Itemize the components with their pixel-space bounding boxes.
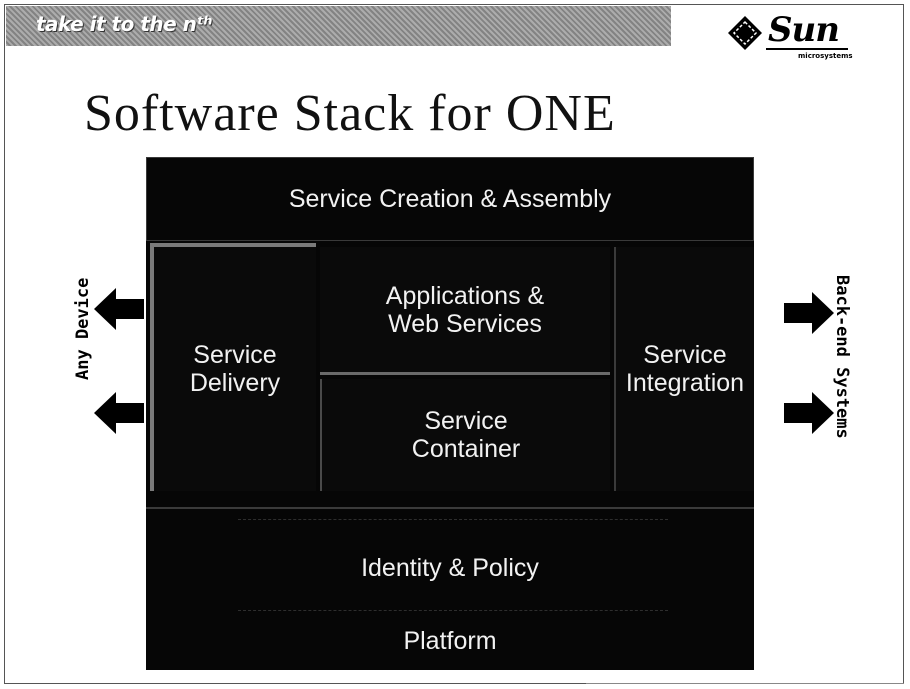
logo-underline: [766, 48, 848, 50]
slide-title: Software Stack for ONE: [84, 85, 616, 142]
platform-label: Platform: [403, 627, 497, 655]
identity-policy-label: Identity & Policy: [361, 554, 539, 582]
sun-diamond-icon: [728, 16, 762, 50]
applications-label-line1: Applications &: [385, 281, 545, 310]
sun-logo: Sun microsystems: [728, 10, 858, 60]
service-integration-block: Service Integration: [614, 247, 754, 491]
service-creation-label: Service Creation & Assembly: [288, 185, 612, 213]
identity-policy-inner-frame: [238, 519, 668, 611]
applications-label-line2: Web Services: [388, 309, 542, 338]
platform-block: Platform: [146, 613, 754, 669]
logo-subtitle: microsystems: [798, 52, 853, 60]
service-delivery-label-line2: Delivery: [189, 369, 281, 397]
identity-policy-block: Identity & Policy: [146, 507, 754, 627]
logo-word: Sun: [768, 10, 840, 50]
service-creation-block: Service Creation & Assembly: [146, 157, 754, 241]
right-arrow-bottom-icon: [784, 392, 834, 434]
service-integration-label-line1: Service: [643, 341, 727, 369]
left-arrow-bottom-icon: [94, 392, 144, 434]
service-integration-label-line2: Integration: [625, 369, 745, 397]
right-arrow-top-icon: [784, 292, 834, 334]
service-delivery-label-line1: Service: [193, 341, 277, 369]
service-container-label-line2: Container: [411, 435, 521, 463]
service-delivery-block: Service Delivery: [150, 243, 316, 491]
service-container-label-line1: Service: [424, 407, 508, 435]
tagline-bar: take it to the nᵗʰ: [6, 6, 671, 46]
software-stack-diagram: Service Creation & Assembly Service Deli…: [146, 157, 754, 670]
bottom-rule: [586, 683, 904, 684]
slide-frame: [4, 4, 904, 684]
left-arrow-top-icon: [94, 288, 144, 330]
applications-web-services-block: Applications & Web Services: [320, 247, 610, 375]
back-end-systems-label: Back-end Systems: [832, 275, 852, 439]
any-device-label: Any Device: [73, 277, 93, 380]
service-container-block: Service Container: [320, 379, 610, 491]
tagline: take it to the nᵗʰ: [36, 12, 213, 36]
